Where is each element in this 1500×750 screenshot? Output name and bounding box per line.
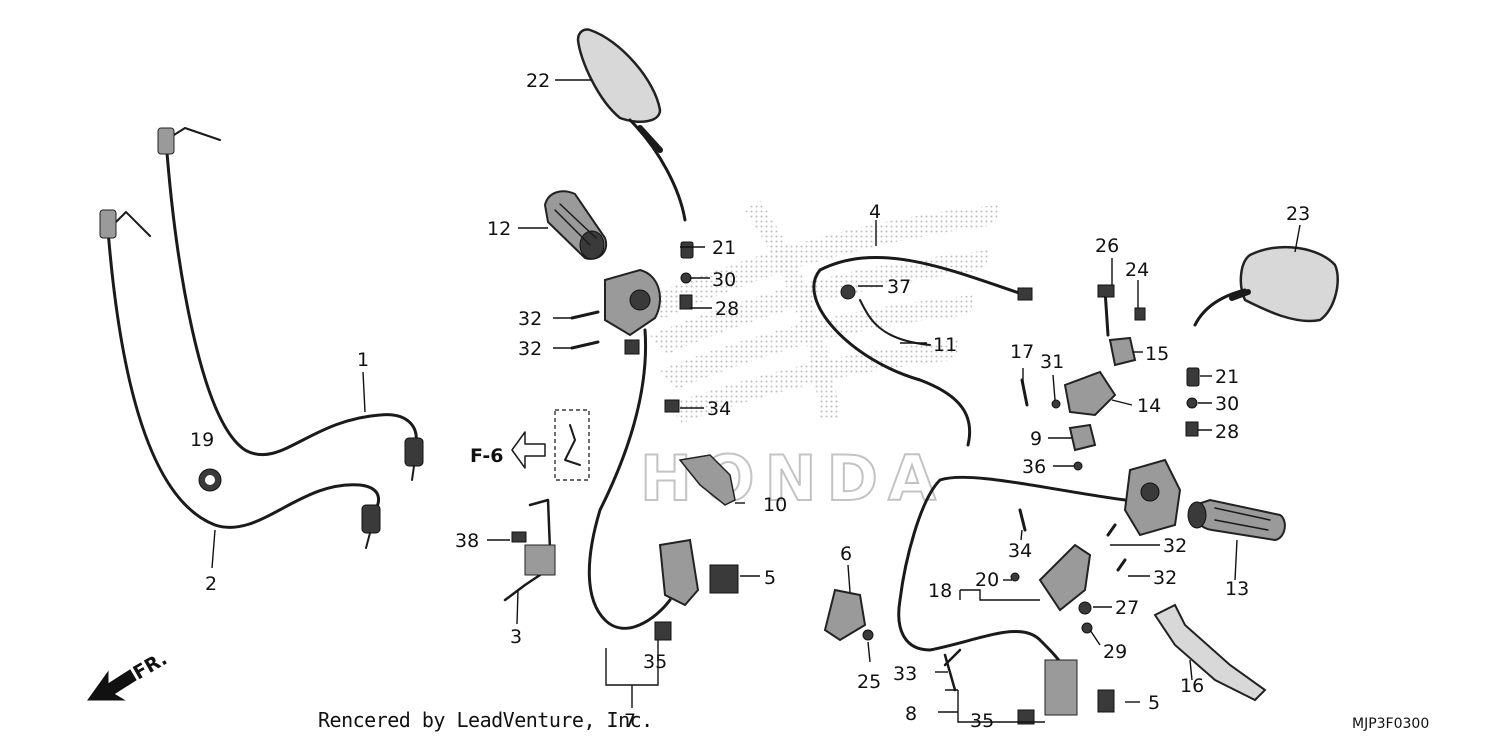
callout-23: 23 [1286, 203, 1310, 225]
left-switch-box [658, 538, 700, 607]
reference-label: F-6 [470, 445, 504, 467]
callout-2: 2 [205, 573, 217, 595]
callout-35-right: 35 [970, 710, 994, 732]
reference-box [511, 409, 590, 481]
callout-20: 20 [975, 569, 999, 591]
callout-21-left: 21 [712, 237, 736, 259]
callout-1: 1 [357, 349, 369, 371]
callout-35-left: 35 [643, 651, 667, 673]
left-grip [543, 190, 608, 260]
callout-8: 8 [905, 703, 917, 725]
callout-30-right: 30 [1215, 393, 1239, 415]
lever-bracket [503, 498, 556, 602]
clutch-lever-16 [1153, 603, 1267, 702]
callout-36: 36 [1022, 456, 1046, 478]
right-harness [897, 475, 1127, 716]
callout-11: 11 [933, 334, 957, 356]
honda-watermark-text: HONDA [640, 442, 950, 515]
clutch-switch [678, 454, 736, 506]
callout-14: 14 [1137, 395, 1161, 417]
diagram-code: MJP3F0300 [1352, 716, 1430, 732]
callout-15: 15 [1145, 343, 1169, 365]
callout-37: 37 [887, 276, 911, 298]
callout-31: 31 [1040, 351, 1064, 373]
right-mirror [1193, 245, 1339, 327]
callout-5-right: 5 [1148, 692, 1160, 714]
callout-6: 6 [840, 543, 852, 565]
callout-18: 18 [928, 580, 952, 602]
callout-28-right: 28 [1215, 421, 1239, 443]
small-fasteners [511, 241, 1200, 725]
callout-24: 24 [1125, 259, 1149, 281]
left-mirror [576, 28, 687, 222]
callout-33: 33 [893, 663, 917, 685]
callout-25: 25 [857, 671, 881, 693]
callout-29: 29 [1103, 641, 1127, 663]
callout-3: 3 [510, 626, 522, 648]
callout-27: 27 [1115, 597, 1139, 619]
throttle-cable-1 [157, 127, 424, 481]
throttle-cable-2 [99, 209, 381, 549]
callout-34-right: 34 [1008, 540, 1032, 562]
callout-13: 13 [1225, 578, 1249, 600]
callout-19: 19 [190, 429, 214, 451]
cable-clip [198, 468, 222, 492]
callout-34-left: 34 [707, 398, 731, 420]
right-grip [1187, 498, 1286, 542]
callout-26: 26 [1095, 235, 1119, 257]
callout-32-a: 32 [518, 308, 542, 330]
callout-30-left: 30 [712, 269, 736, 291]
callout-17: 17 [1010, 341, 1034, 363]
right-switch-housing [1123, 458, 1182, 537]
left-switch-housing [587, 268, 672, 630]
callout-10: 10 [763, 494, 787, 516]
callout-12: 12 [487, 218, 511, 240]
callout-9: 9 [1030, 428, 1042, 450]
callout-7: 7 [624, 710, 636, 732]
bracket-6 [823, 588, 867, 642]
master-cylinder [1063, 284, 1137, 417]
front-direction-arrow [87, 669, 137, 701]
brake-switch-9 [1068, 423, 1097, 452]
left-switch-5 [709, 564, 739, 594]
render-credit: Rencered by LeadVenture, Inc. [318, 708, 653, 732]
choke-cable [812, 256, 1033, 447]
leader-lines [211, 79, 1301, 723]
callout-22: 22 [526, 70, 550, 92]
callout-32-c: 32 [1163, 535, 1187, 557]
honda-wing-watermark: HONDA [639, 200, 1000, 516]
callout-32-b: 32 [518, 338, 542, 360]
callout-numbers: 1 2 3 4 5 5 6 7 8 9 10 11 12 13 14 15 16… [190, 70, 1310, 732]
nut-35-left [654, 621, 672, 641]
callout-5-left: 5 [764, 567, 776, 589]
bracket-18 [1038, 543, 1092, 612]
callout-28-left: 28 [715, 298, 739, 320]
callout-38: 38 [455, 530, 479, 552]
callout-32-d: 32 [1153, 567, 1177, 589]
callout-16: 16 [1180, 675, 1204, 697]
callout-4: 4 [869, 201, 881, 223]
callout-21-right: 21 [1215, 366, 1239, 388]
